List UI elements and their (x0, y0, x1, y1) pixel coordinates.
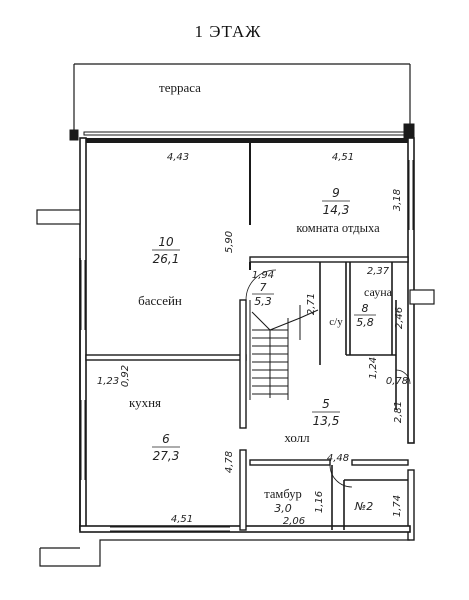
walls (36, 63, 435, 567)
stair-number: 7 (260, 281, 267, 294)
dim-4-48: 4,48 (327, 453, 349, 464)
dim-2-81: 2,81 (393, 401, 404, 423)
rest-area: 14,3 (323, 203, 350, 217)
dim-4-51-top: 4,51 (332, 152, 354, 163)
room-sauna: сауна 8 5,8 (354, 285, 393, 329)
pool-number: 10 (158, 235, 174, 249)
room-hall: 5 13,5 холл (284, 397, 340, 445)
dim-5-90: 5,90 (224, 231, 235, 253)
dim-1-74: 1,74 (392, 495, 403, 517)
plan-title: 1 ЭТАЖ (194, 22, 261, 41)
vestibule-area: 3,0 (274, 502, 292, 515)
dim-2-37: 2,37 (367, 266, 390, 277)
dim-0-92: 0,92 (120, 365, 131, 387)
staircase (251, 305, 319, 400)
room-pool: 10 26,1 бассейн (138, 235, 182, 308)
dim-1-23: 1,23 (97, 376, 119, 387)
doors (245, 269, 411, 488)
room-terrace: терраса (159, 80, 201, 95)
dim-2-71: 2,71 (306, 293, 317, 315)
dim-1-94: 1,94 (252, 270, 274, 281)
hall-name: холл (284, 430, 310, 445)
vestibule-name: тамбур (264, 487, 301, 501)
kitchen-area: 27,3 (153, 449, 180, 463)
room-wc: с/у (329, 316, 343, 328)
wc-name: с/у (329, 316, 343, 328)
hall-area: 13,5 (313, 414, 340, 428)
dim-4-51-bottom: 4,51 (171, 514, 193, 525)
pool-name: бассейн (138, 293, 182, 308)
kitchen-name: кухня (129, 395, 161, 410)
dim-3-18: 3,18 (392, 189, 403, 211)
terrace-name: терраса (159, 80, 201, 95)
kitchen-number: 6 (162, 432, 170, 446)
small-number: №2 (354, 500, 373, 513)
pool-area: 26,1 (153, 252, 180, 266)
sauna-name: сауна (364, 285, 393, 299)
dim-4-78: 4,78 (224, 451, 235, 473)
windows (80, 160, 414, 532)
room-stair: 7 5,3 (252, 281, 274, 308)
sauna-area: 5,8 (356, 316, 374, 329)
room-small: №2 (354, 500, 373, 513)
rest-name: комната отдыха (296, 221, 380, 235)
hall-number: 5 (322, 397, 330, 411)
sauna-number: 8 (362, 302, 369, 315)
rest-number: 9 (332, 186, 340, 200)
dim-0-78: 0,78 (386, 376, 408, 387)
dimensions: 4,43 4,51 3,18 5,90 1,94 2,37 2,71 2,46 … (97, 152, 408, 527)
dim-4-43: 4,43 (167, 152, 189, 163)
dim-2-06: 2,06 (283, 516, 305, 527)
stair-area: 5,3 (254, 295, 272, 308)
room-rest: 9 14,3 комната отдыха (296, 186, 380, 235)
room-vestibule: тамбур 3,0 (264, 487, 301, 515)
dim-1-16: 1,16 (314, 491, 325, 513)
dim-2-46: 2,46 (394, 307, 405, 329)
dim-1-24: 1,24 (368, 357, 379, 379)
room-kitchen: кухня 6 27,3 (129, 395, 180, 463)
